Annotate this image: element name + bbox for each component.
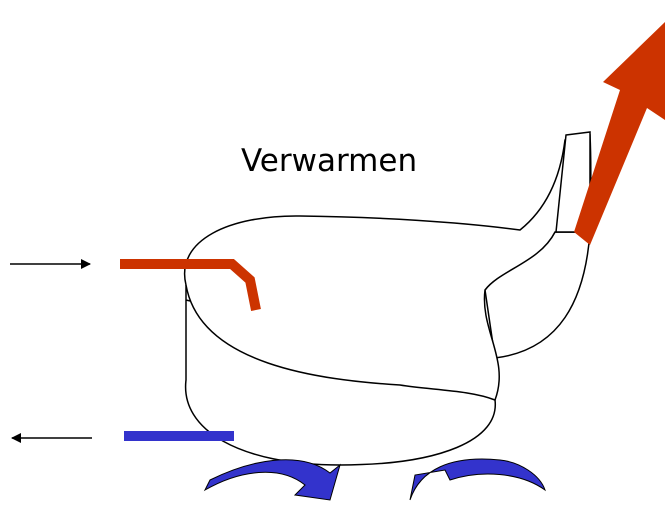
cold-air-inlet-arrow-icon-2: [409, 458, 546, 501]
hot-air-outlet-arrow-icon: [574, 22, 665, 245]
diagram-title: Verwarmen: [241, 143, 418, 179]
hot-pipe: [120, 259, 261, 311]
cold-air-inlet-arrow-icon: [203, 459, 341, 501]
